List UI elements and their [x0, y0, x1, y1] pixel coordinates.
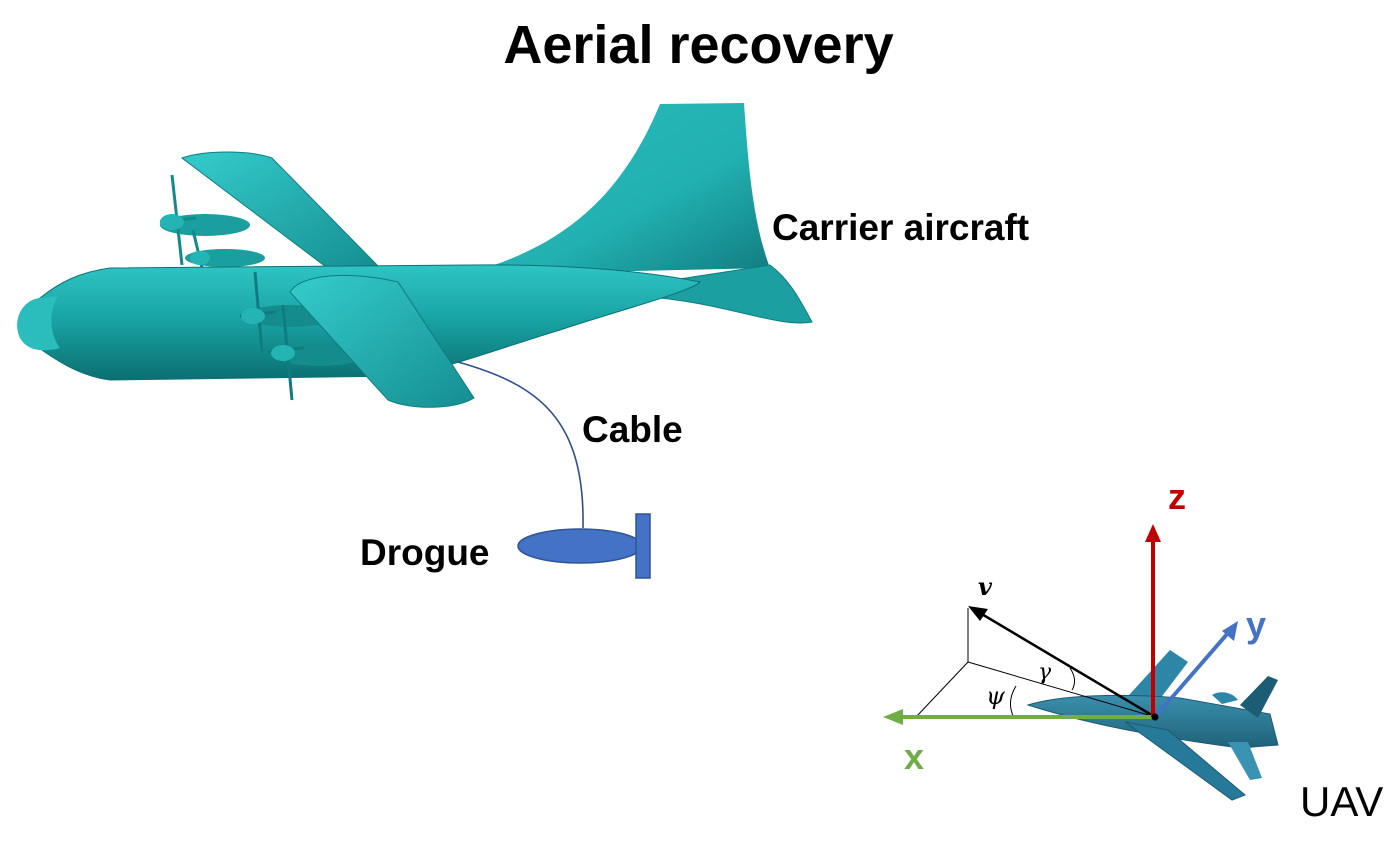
- psi-symbol: ψ: [986, 682, 1005, 710]
- cable-label: Cable: [582, 409, 683, 451]
- z-axis-label: z: [1168, 476, 1186, 518]
- gamma-symbol: γ: [1038, 660, 1051, 685]
- uav-label: UAV: [1300, 778, 1383, 826]
- diagram-title: Aerial recovery: [0, 14, 1397, 76]
- drogue-shape: [518, 514, 650, 578]
- horizontal-stabilizer: [660, 265, 812, 323]
- vertical-tail: [460, 103, 770, 275]
- drogue-label: Drogue: [360, 532, 490, 574]
- velocity-symbol: v: [978, 572, 992, 601]
- y-axis-label: y: [1246, 604, 1266, 646]
- x-axis-label: x: [904, 736, 924, 778]
- cable-line: [458, 362, 583, 528]
- carrier-aircraft-label: Carrier aircraft: [772, 207, 1029, 249]
- uav-origin: [1152, 714, 1159, 721]
- carrier-aircraft: [17, 103, 812, 407]
